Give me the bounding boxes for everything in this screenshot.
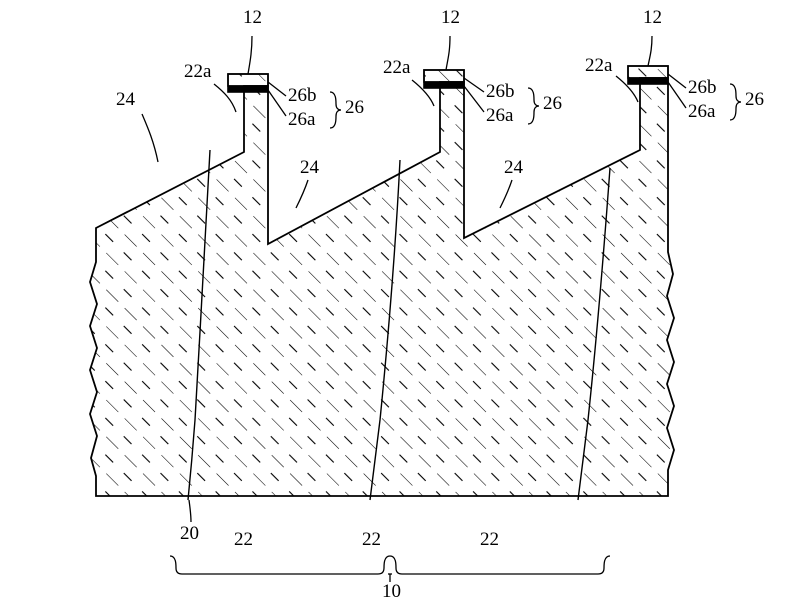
leader-24-mid [295, 179, 309, 209]
leader-12-3 [647, 35, 653, 67]
label-26a-2: 26a [486, 105, 514, 126]
brace-26-2 [527, 87, 540, 125]
label-26b-1: 26b [288, 85, 317, 106]
label-24-right: 24 [504, 157, 523, 178]
label-12-2: 12 [441, 7, 460, 28]
leader-26b-2 [463, 77, 485, 93]
electrode-stack-1 [227, 73, 269, 93]
leader-26b-3 [667, 73, 687, 89]
label-22a-3: 22a [585, 55, 613, 76]
leader-22a-2 [411, 79, 435, 107]
leader-26a-1 [267, 89, 287, 117]
label-22-1: 22 [234, 529, 253, 550]
internal-line-22-3 [577, 167, 611, 501]
internal-line-22-1 [187, 149, 211, 501]
label-20: 20 [180, 523, 199, 544]
leader-22a-3 [615, 75, 639, 103]
hatched-body-fill [90, 78, 674, 496]
label-22a-1: 22a [184, 61, 212, 82]
label-26b-2: 26b [486, 81, 515, 102]
leader-22-none [236, 500, 243, 524]
leader-26b-1 [267, 81, 287, 97]
label-26-1: 26 [345, 97, 364, 118]
leader-12-1 [247, 35, 253, 75]
brace-10-right [389, 555, 611, 575]
label-24-left: 24 [116, 89, 135, 110]
leader-24-right [499, 179, 513, 209]
leader-12-2 [445, 35, 451, 71]
electrode-stack-2 [423, 69, 465, 89]
label-22-3: 22 [480, 529, 499, 550]
label-26-2: 26 [543, 93, 562, 114]
label-12-3: 12 [643, 7, 662, 28]
label-26-3: 26 [745, 89, 764, 110]
internal-line-22-2 [369, 159, 401, 501]
leader-20 [188, 499, 192, 523]
leader-26a-2 [463, 85, 485, 113]
label-22a-2: 22a [383, 57, 411, 78]
brace-26-1 [329, 91, 342, 129]
leader-22a-1 [213, 83, 237, 113]
label-26a-1: 26a [288, 109, 316, 130]
label-22-2: 22 [362, 529, 381, 550]
leader-24-left [141, 113, 159, 163]
brace-26-3 [729, 83, 742, 121]
label-12-1: 12 [243, 7, 262, 28]
label-10: 10 [382, 581, 401, 602]
brace-10-left [169, 555, 391, 575]
label-26b-3: 26b [688, 77, 717, 98]
label-26a-3: 26a [688, 101, 716, 122]
label-24-mid: 24 [300, 157, 319, 178]
leader-26a-3 [667, 81, 687, 109]
electrode-stack-3 [627, 65, 669, 85]
